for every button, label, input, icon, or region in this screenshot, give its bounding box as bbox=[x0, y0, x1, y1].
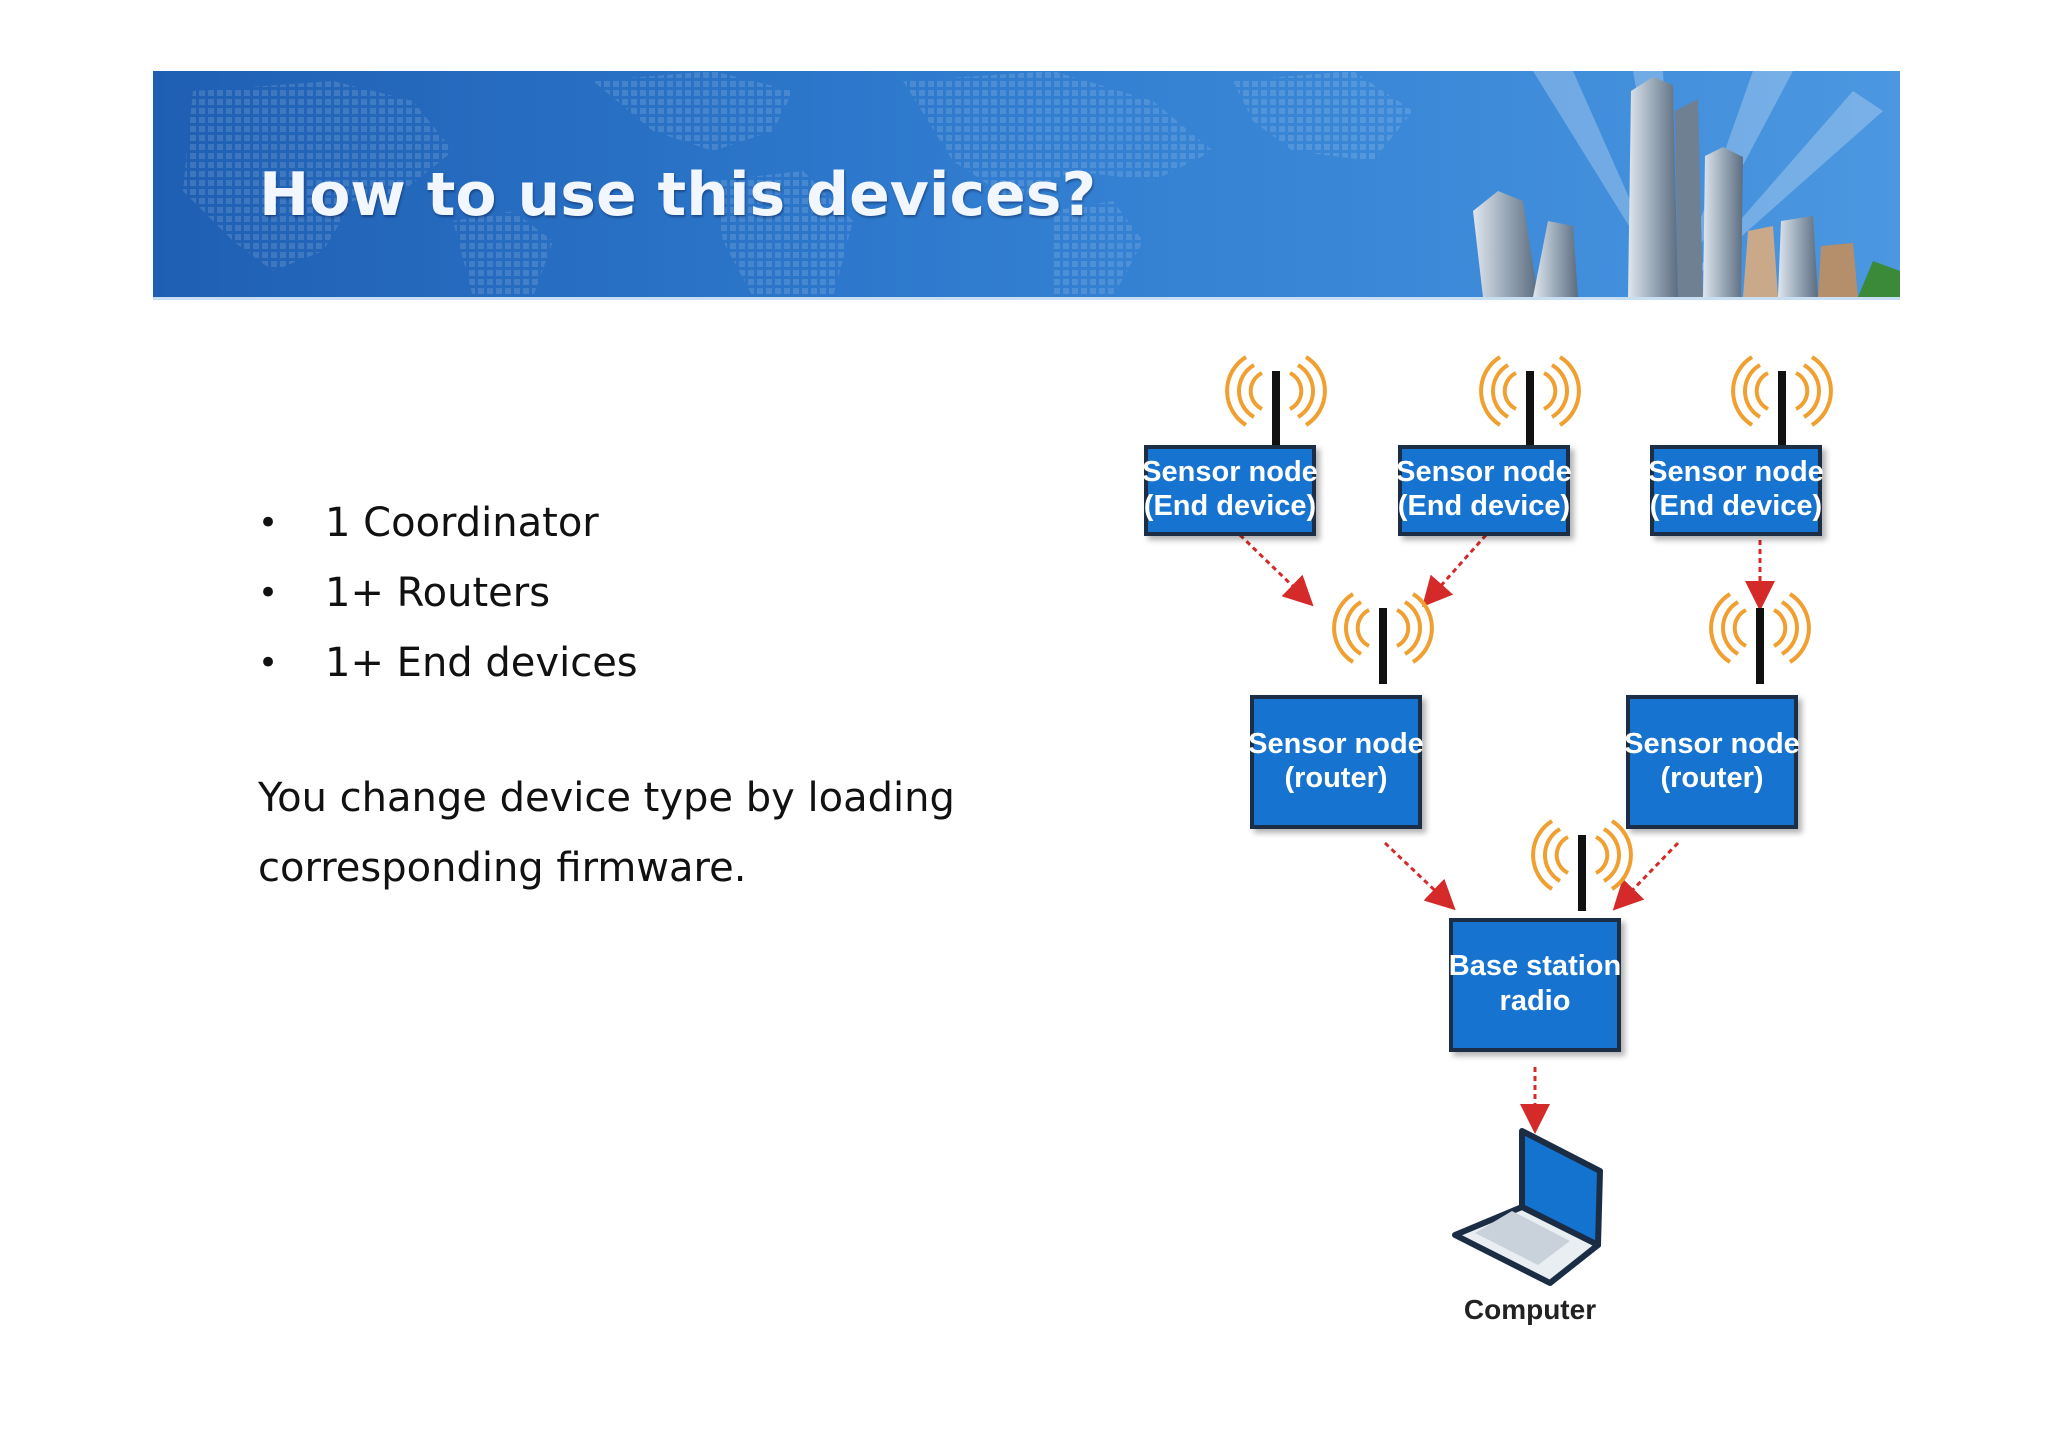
node-label-line1: Base station bbox=[1449, 950, 1621, 982]
antenna-signal-icon bbox=[1481, 357, 1579, 447]
skyscrapers-icon bbox=[1473, 77, 1900, 297]
firmware-note: You change device type by loading corres… bbox=[258, 775, 955, 891]
list-item: • 1 Coordinator bbox=[258, 488, 638, 558]
bullet-text: 1+ Routers bbox=[325, 570, 551, 616]
bullet-icon: • bbox=[258, 643, 279, 683]
antenna-signal-icon bbox=[1733, 357, 1831, 447]
base-station-node: Base station radio bbox=[1449, 821, 1631, 1052]
bullet-list: • 1 Coordinator • 1+ Routers • 1+ End devic… bbox=[258, 488, 638, 698]
node-label-line2: (router) bbox=[1284, 762, 1387, 794]
node-label-line1: Sensor node bbox=[1142, 456, 1318, 488]
connection-arrows bbox=[1238, 533, 1775, 1134]
network-diagram: Sensor node (End device) Sensor node (En… bbox=[1142, 355, 1850, 1325]
bullet-text: 1+ End devices bbox=[325, 640, 638, 686]
antenna-signal-icon bbox=[1334, 594, 1432, 684]
list-item: • 1+ Routers bbox=[258, 558, 638, 628]
bullet-icon: • bbox=[258, 573, 279, 613]
slide-title: How to use this devices? bbox=[259, 160, 1097, 230]
antenna-signal-icon bbox=[1533, 821, 1631, 911]
laptop-icon bbox=[1452, 1128, 1603, 1286]
bullet-icon: • bbox=[258, 503, 279, 543]
router-node: Sensor node (router) bbox=[1248, 594, 1432, 829]
end-device-node: Sensor node (End device) bbox=[1142, 357, 1325, 536]
list-item: • 1+ End devices bbox=[258, 628, 638, 698]
router-node: Sensor node (router) bbox=[1624, 594, 1809, 829]
arrow-router2-base bbox=[1612, 841, 1680, 911]
end-device-node: Sensor node (End device) bbox=[1396, 357, 1579, 536]
node-label-line2: radio bbox=[1500, 985, 1571, 1017]
node-label-line1: Sensor node bbox=[1624, 728, 1800, 760]
antenna-signal-icon bbox=[1227, 357, 1325, 447]
node-label-line1: Sensor node bbox=[1248, 728, 1424, 760]
end-device-node: Sensor node (End device) bbox=[1648, 357, 1831, 536]
node-label-line1: Sensor node bbox=[1396, 456, 1572, 488]
node-label-line1: Sensor node bbox=[1648, 456, 1824, 488]
arrow-end1-router1 bbox=[1238, 533, 1314, 607]
node-label-line2: (router) bbox=[1660, 762, 1763, 794]
node-label-line2: (End device) bbox=[1398, 490, 1570, 522]
world-map-icon bbox=[183, 71, 1413, 297]
computer-label: Computer bbox=[1464, 1294, 1596, 1325]
arrow-end2-router1 bbox=[1422, 534, 1488, 607]
arrow-router1-base bbox=[1383, 841, 1456, 911]
node-label-line2: (End device) bbox=[1650, 490, 1822, 522]
title-banner: How to use this devices? bbox=[153, 71, 1900, 300]
computer-node: Computer bbox=[1452, 1128, 1603, 1325]
node-label-line2: (End device) bbox=[1144, 490, 1316, 522]
bullet-text: 1 Coordinator bbox=[325, 500, 599, 546]
antenna-signal-icon bbox=[1711, 594, 1809, 684]
banner-decoration bbox=[183, 71, 1900, 297]
